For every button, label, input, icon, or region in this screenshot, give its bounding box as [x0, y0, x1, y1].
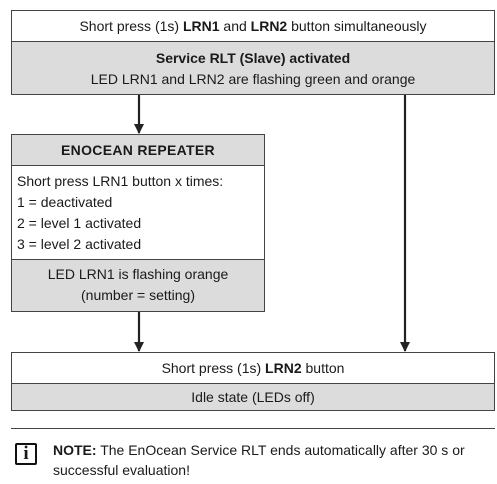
repeater-option: 1 = deactivated	[17, 194, 113, 210]
note-label: NOTE:	[53, 442, 97, 458]
info-icon: i	[15, 443, 37, 465]
note-divider	[11, 428, 495, 429]
service-activated-status: Service RLT (Slave) activated LED LRN1 a…	[12, 41, 494, 94]
repeater-title: ENOCEAN REPEATER	[12, 135, 264, 165]
repeater-instruction: Short press LRN1 button x times:	[17, 173, 224, 189]
service-activated-title: Service RLT (Slave) activated	[155, 50, 351, 66]
enocean-repeater-box: ENOCEAN REPEATER Short press LRN1 button…	[11, 134, 265, 312]
repeater-led-status-note: (number = setting)	[81, 287, 195, 303]
lrn2-key-label: LRN2	[250, 18, 288, 34]
service-activation-box: Short press (1s) LRN1 and LRN2 button si…	[11, 10, 495, 95]
final-step-instruction: Short press (1s) LRN2 button	[161, 360, 345, 376]
lrn1-key-label: LRN1	[182, 18, 220, 34]
repeater-option: 3 = level 2 activated	[17, 236, 142, 252]
idle-state-status: Idle state (LEDs off)	[12, 383, 494, 410]
final-step-box: Short press (1s) LRN2 button Idle state …	[11, 352, 495, 411]
service-activation-instruction: Short press (1s) LRN1 and LRN2 button si…	[79, 18, 427, 34]
service-led-status: LED LRN1 and LRN2 are flashing green and…	[90, 71, 416, 87]
lrn2-key-label: LRN2	[265, 360, 302, 376]
repeater-led-status: LED LRN1 is flashing orange (number = se…	[12, 259, 264, 311]
repeater-led-status-line: LED LRN1 is flashing orange	[47, 266, 229, 282]
repeater-options: Short press LRN1 button x times: 1 = dea…	[12, 165, 264, 259]
note-text: NOTE: The EnOcean Service RLT ends autom…	[53, 440, 483, 480]
note-body: The EnOcean Service RLT ends automatical…	[53, 442, 465, 478]
repeater-option: 2 = level 1 activated	[17, 215, 142, 231]
